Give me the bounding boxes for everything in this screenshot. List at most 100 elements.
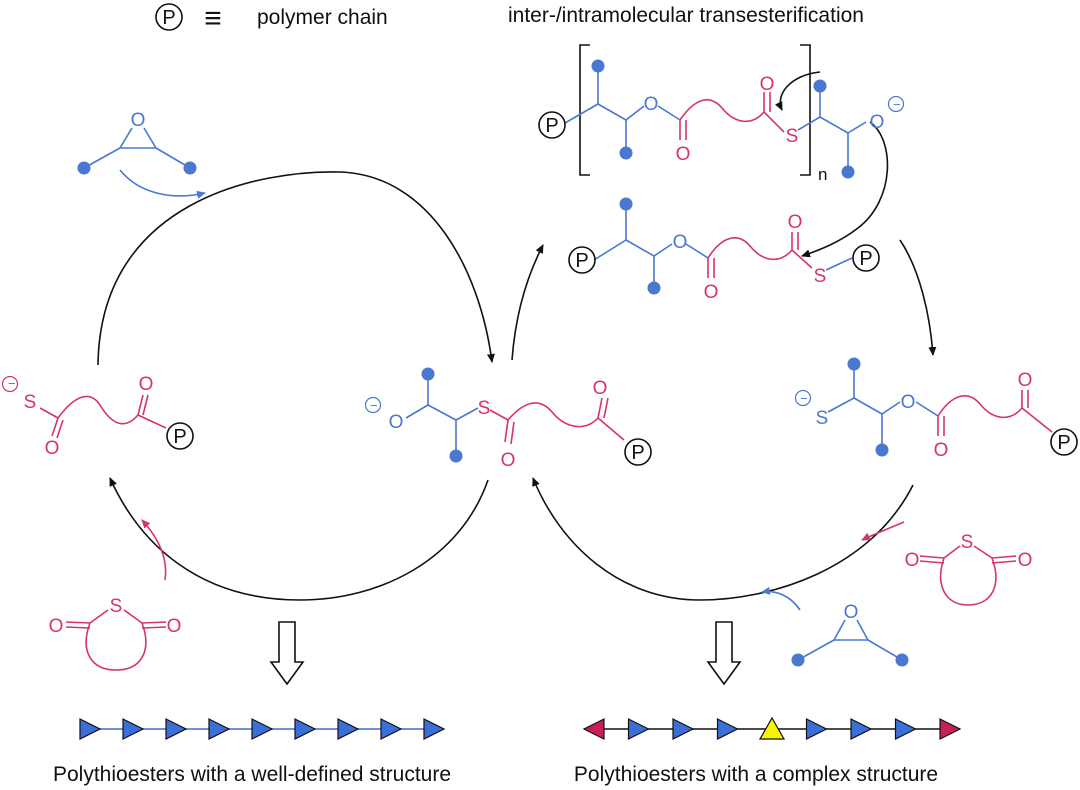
mid-chain-carbonyl-oxygen-b: O <box>788 212 803 233</box>
product-chain-well-defined <box>79 718 446 740</box>
left-thiolate-charge-circle <box>1 375 19 393</box>
right-anhydride-oxygen-a: O <box>905 550 920 571</box>
right-carbonyl-oxygen-b: O <box>1018 370 1033 391</box>
left-anhydride-oxygen-b: O <box>167 616 182 637</box>
mid-chain-polymer-end-symbol: P <box>859 248 872 270</box>
epoxide-left-oxygen: O <box>131 110 146 131</box>
epoxide-entry-arrow-right <box>761 586 801 611</box>
product-down-arrow-left <box>269 621 305 686</box>
cycle-arrows <box>97 71 937 611</box>
center-polymer-end-circle <box>624 438 652 466</box>
chain-unit-blue <box>894 718 917 740</box>
epoxide-right-oxygen: O <box>844 602 859 623</box>
repeat-carbonyl-oxygen-a: O <box>676 144 691 165</box>
thiocarboxylate-left <box>39 394 167 439</box>
repeat-alkoxide-charge-circle <box>887 95 905 113</box>
repeat-thioester-sulfur: S <box>786 126 799 147</box>
repeat-polymer-start-circle <box>538 111 566 139</box>
legend-polymer-chain-label: polymer chain <box>257 6 388 29</box>
legend: P ≡ polymer chain <box>155 2 388 35</box>
mid-chain-sulfur: S <box>814 266 827 287</box>
chain-unit-blue <box>627 718 650 740</box>
mid-chain-polymer-end-circle <box>852 244 880 272</box>
caption-complex: Polythioesters with a complex structure <box>574 763 938 786</box>
repeat-alkoxide-oxygen: O <box>870 112 885 133</box>
left-anhydride-sulfur: S <box>110 596 123 617</box>
center-polymer-end-symbol: P <box>631 442 644 464</box>
transesterification-curved-arrow <box>774 71 821 111</box>
left-thio-carbonyl-oxygen: O <box>45 438 60 459</box>
chain-unit-yellow <box>758 716 786 740</box>
chain-unit-pink-left <box>582 718 605 740</box>
chain-unit-blue <box>805 718 828 740</box>
chain-unit-blue <box>122 718 145 740</box>
left-polymer-end-circle <box>166 422 194 450</box>
chain-unit-blue <box>337 718 360 740</box>
chain-unit-blue <box>208 718 231 740</box>
right-carbonyl-oxygen-a: O <box>934 440 949 461</box>
left-ester-carbonyl-oxygen: O <box>139 374 154 395</box>
right-ester-oxygen: O <box>901 392 916 413</box>
repeat-polymer-start-symbol: P <box>545 115 558 137</box>
thioanhydride-left <box>65 609 167 671</box>
chain-unit-blue <box>672 718 695 740</box>
right-cycle-lower-arc <box>532 477 914 601</box>
mid-chain-polymer-start-circle <box>568 246 596 274</box>
right-cycle-upper-left-arc <box>511 244 544 361</box>
anhydride-entry-arrow-left <box>141 519 167 581</box>
right-anhydride-oxygen-b: O <box>1018 550 1033 571</box>
center-alkoxide-oxygen: O <box>389 412 404 433</box>
chain-unit-blue <box>380 718 403 740</box>
left-polymer-end-symbol: P <box>173 426 186 448</box>
legend-polymer-circle <box>155 3 183 31</box>
mid-chain-carbonyl-oxygen-a: O <box>704 282 719 303</box>
chain-unit-blue <box>716 718 739 740</box>
product-chain-complex <box>582 716 962 740</box>
mid-chain-ester-oxygen: O <box>673 232 688 253</box>
epoxide-entry-arrow-left <box>119 169 206 199</box>
left-cycle-lower-arc <box>109 477 489 601</box>
alkoxide-attack-arrow <box>801 121 889 258</box>
chain-unit-blue <box>294 718 317 740</box>
chain-unit-blue <box>251 718 274 740</box>
repeat-ester-oxygen: O <box>644 94 659 115</box>
epoxide-monomer-left <box>77 127 197 175</box>
center-alkoxide-thioester <box>405 367 625 463</box>
right-polymer-end-symbol: P <box>1057 432 1070 454</box>
center-ester-carbonyl-oxygen: O <box>593 378 608 399</box>
thiolate-chain-right <box>827 357 1053 457</box>
center-alkoxide-charge: − <box>370 398 378 413</box>
anhydride-entry-arrow-right <box>861 521 905 541</box>
repeat-alkoxide-charge: − <box>893 97 901 112</box>
epoxide-monomer-right <box>791 619 909 667</box>
chain-unit-blue <box>850 718 873 740</box>
left-thiolate-sulfur: S <box>24 392 37 413</box>
right-thiolate-charge: − <box>800 391 808 406</box>
left-anhydride-oxygen-a: O <box>49 616 64 637</box>
mid-chain-polymer-start-symbol: P <box>575 250 588 272</box>
thioanhydride-right <box>919 545 1017 606</box>
center-alkoxide-charge-circle <box>364 396 382 414</box>
repeat-count-label: n <box>818 165 827 184</box>
repeat-carbonyl-oxygen-b: O <box>760 74 775 95</box>
repeat-unit-structure <box>564 44 867 179</box>
center-thioester-sulfur: S <box>478 398 491 419</box>
chain-unit-blue <box>423 718 446 740</box>
legend-polymer-symbol: P <box>162 7 175 29</box>
center-thioester-oxygen: O <box>501 450 516 471</box>
transesterification-title: inter-/intramolecular transesterificatio… <box>508 4 864 27</box>
right-cycle-upper-right-arc <box>899 239 937 356</box>
right-anhydride-sulfur: S <box>961 532 974 553</box>
right-polymer-end-circle <box>1050 428 1078 456</box>
chain-unit-pink-right <box>939 718 962 740</box>
chain-unit-blue <box>79 718 102 740</box>
right-thiolate-sulfur: S <box>816 408 829 429</box>
chain-unit-blue <box>165 718 188 740</box>
right-thiolate-charge-circle <box>794 389 812 407</box>
left-thiolate-charge: − <box>8 376 16 391</box>
left-cycle-upper-arc <box>97 171 495 366</box>
legend-equals-sign: ≡ <box>204 2 222 35</box>
caption-well-defined: Polythioesters with a well-defined struc… <box>53 763 451 786</box>
